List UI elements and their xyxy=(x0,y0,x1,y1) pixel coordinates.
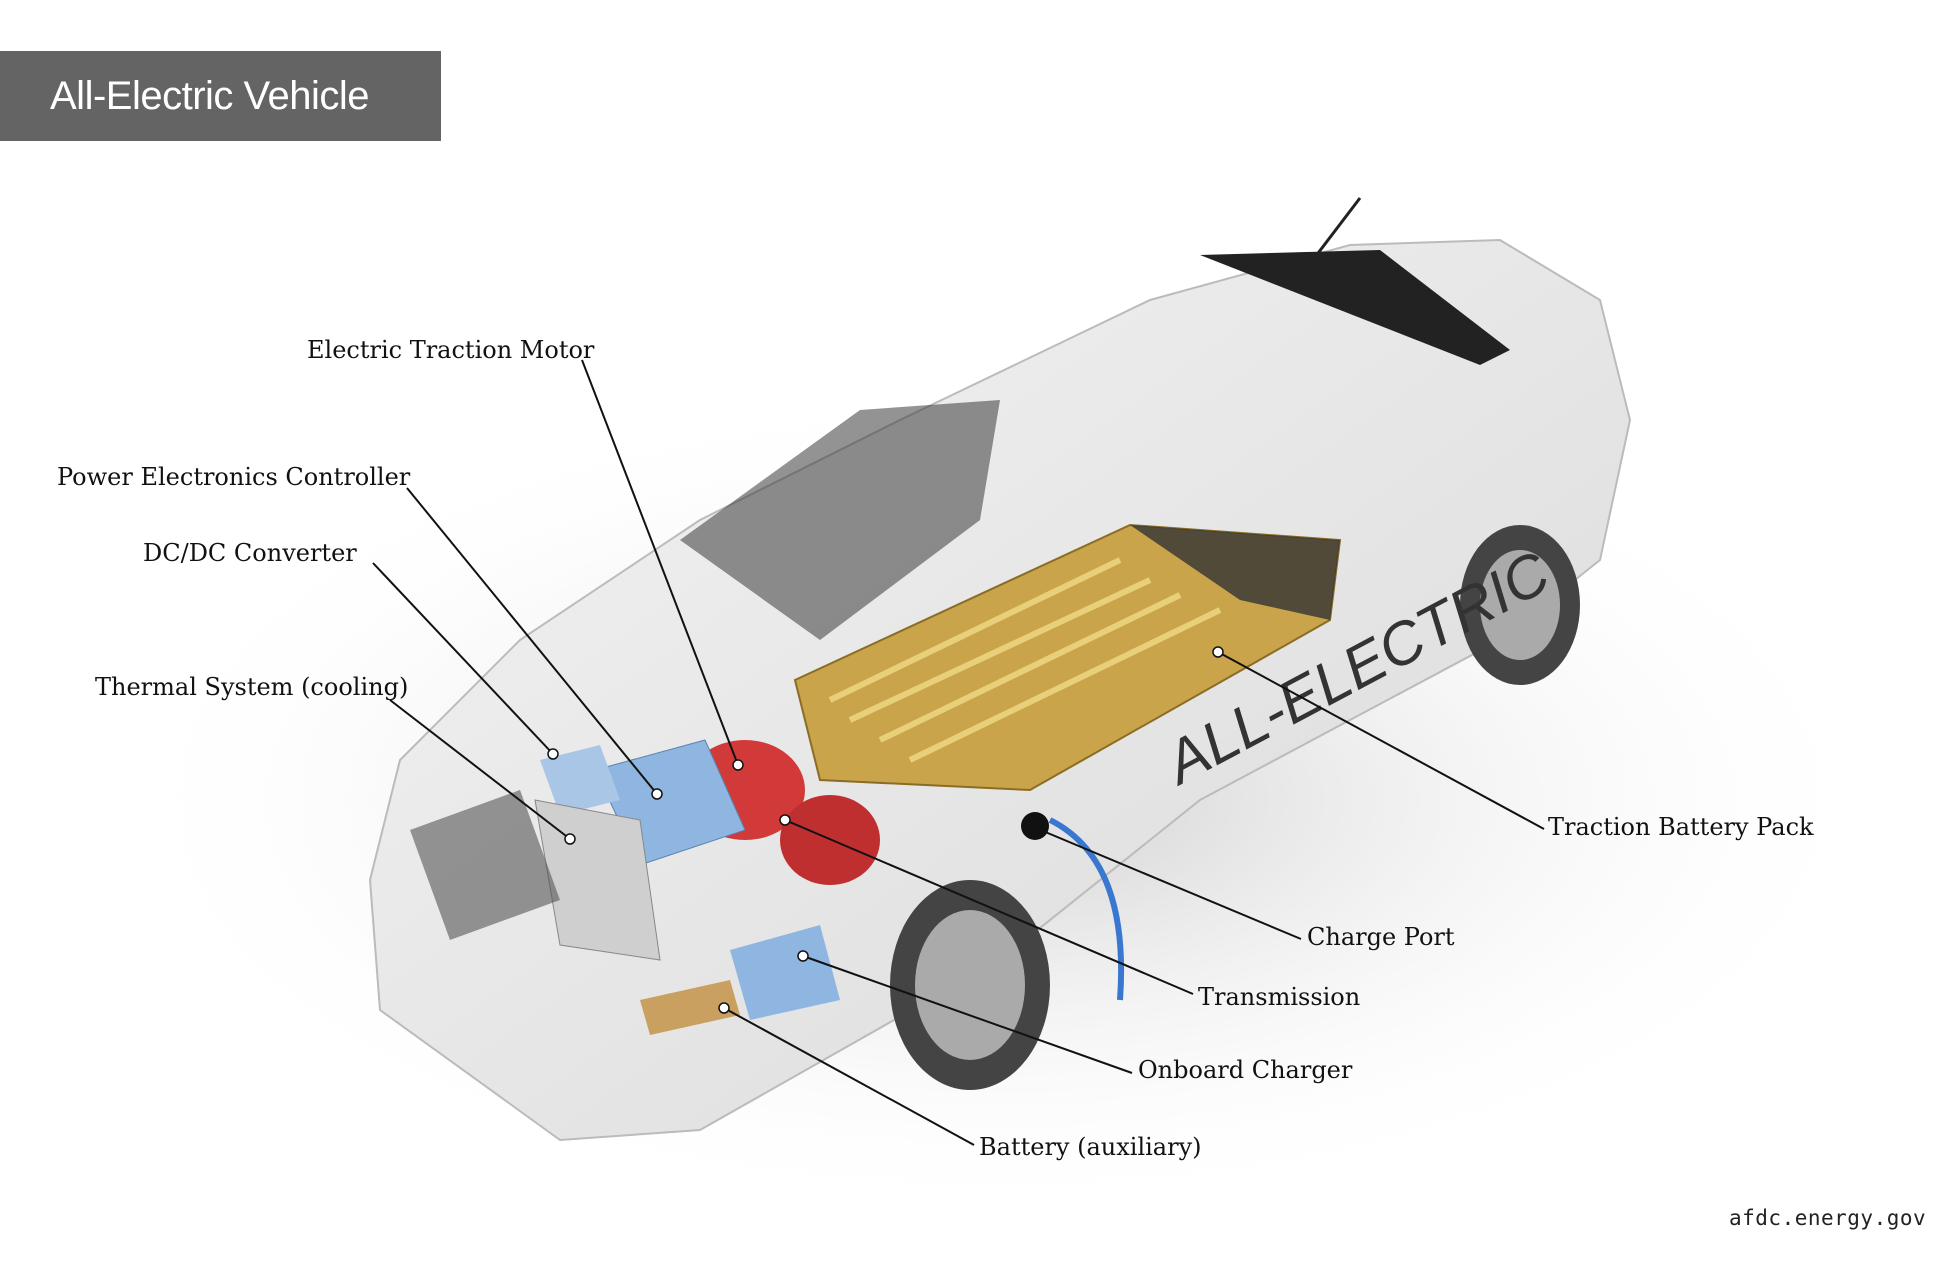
charge-cable xyxy=(1048,817,1125,1001)
label-auxiliary-battery: Battery (auxiliary) xyxy=(979,1133,1202,1161)
label-power-electronics-controller: Power Electronics Controller xyxy=(57,463,411,491)
label-dcdc-converter: DC/DC Converter xyxy=(143,539,357,567)
label-transmission: Transmission xyxy=(1198,983,1361,1011)
label-traction-battery-pack: Traction Battery Pack xyxy=(1548,813,1814,841)
label-onboard-charger: Onboard Charger xyxy=(1138,1056,1353,1084)
leader-lines xyxy=(372,359,1545,1146)
rear-window xyxy=(1200,250,1510,365)
charge-port-socket xyxy=(1021,812,1049,840)
onboard-charger-unit xyxy=(730,925,840,1020)
label-thermal-system: Thermal System (cooling) xyxy=(95,673,409,701)
antenna xyxy=(1288,197,1362,291)
aux-battery-unit xyxy=(640,980,740,1035)
label-electric-traction-motor: Electric Traction Motor xyxy=(307,336,595,364)
label-charge-port: Charge Port xyxy=(1307,923,1455,951)
page-title: All-Electric Vehicle xyxy=(0,51,441,141)
windshield xyxy=(680,400,1000,640)
grille xyxy=(410,790,560,940)
source-credit: afdc.energy.gov xyxy=(1729,1206,1927,1230)
dcdc-unit xyxy=(540,745,620,815)
